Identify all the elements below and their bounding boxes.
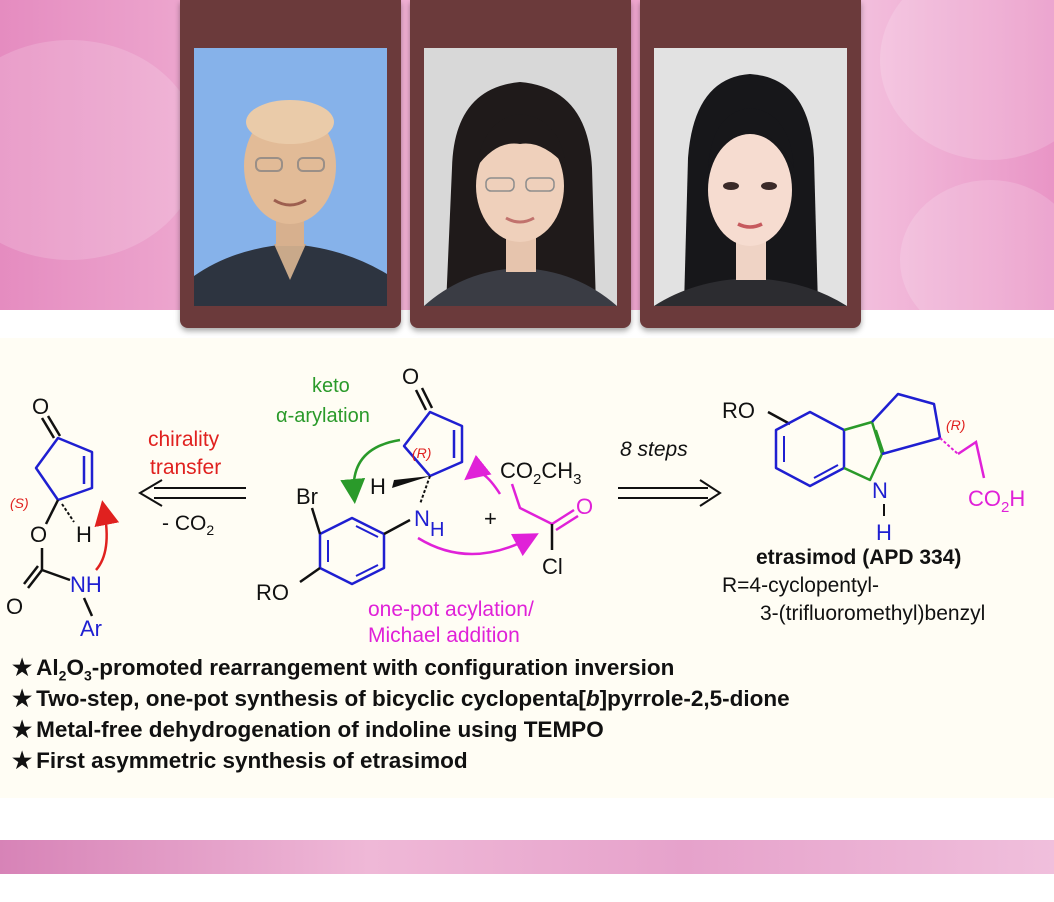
banner-decoration bbox=[900, 180, 1054, 310]
stereo-label: (R) bbox=[946, 417, 965, 433]
highlight-item: ★Two-step, one-pot synthesis of bicyclic… bbox=[12, 686, 790, 711]
atom-label: CO2H bbox=[968, 486, 1025, 516]
portrait-man-photo bbox=[194, 48, 387, 306]
reaction-scheme: O (S) H O O NH Ar chirality transfer bbox=[0, 338, 1054, 798]
atom-label: Br bbox=[296, 484, 318, 509]
star-icon: ★ bbox=[12, 686, 33, 711]
green-label: α-arylation bbox=[276, 405, 370, 427]
atom-label: N bbox=[414, 506, 430, 531]
atom-label: O bbox=[6, 594, 23, 619]
banner-decoration bbox=[880, 0, 1054, 160]
portrait-card-3 bbox=[640, 0, 861, 328]
r-definition: R=4-cyclopentyl- bbox=[722, 574, 879, 597]
magenta-label: one-pot acylation/ bbox=[368, 598, 534, 621]
atom-label: NH bbox=[70, 572, 102, 597]
atom-label: O bbox=[30, 522, 47, 547]
atom-label: CO2CH3 bbox=[500, 458, 581, 488]
highlight-list: ★Al2O3-promoted rearrangement with confi… bbox=[12, 652, 790, 776]
star-icon: ★ bbox=[12, 748, 33, 773]
stereo-label: (R) bbox=[412, 445, 431, 461]
atom-label: RO bbox=[722, 398, 755, 423]
atom-label: H bbox=[430, 519, 444, 541]
highlight-item: ★First asymmetric synthesis of etrasimod bbox=[12, 748, 468, 773]
atom-label: N bbox=[872, 478, 888, 503]
atom-label: O bbox=[32, 394, 49, 419]
atom-label: H bbox=[76, 522, 92, 547]
highlight-item: ★Al2O3-promoted rearrangement with confi… bbox=[12, 655, 675, 684]
arrow-label: 8 steps bbox=[620, 438, 688, 461]
portrait-card-2 bbox=[410, 0, 631, 328]
atom-label: H bbox=[876, 520, 892, 545]
retro-arrow-left: chirality transfer - CO2 bbox=[138, 428, 246, 538]
arrow-label: transfer bbox=[150, 456, 221, 479]
left-carbamate-structure: O (S) H O O NH Ar bbox=[6, 394, 120, 641]
portrait-woman-photo bbox=[424, 48, 617, 306]
atom-label: H bbox=[370, 474, 386, 499]
atom-label: O bbox=[576, 494, 593, 519]
etrasimod-structure: RO (R) N H CO2H etrasimod (APD 334) R=4-… bbox=[722, 392, 1025, 625]
atom-label: RO bbox=[256, 580, 289, 605]
plus-sign: + bbox=[484, 506, 497, 531]
arrow-label: - CO2 bbox=[162, 512, 214, 538]
middle-intermediate-structure: keto α-arylation O (R) H N H Br RO + bbox=[256, 364, 593, 647]
portrait-woman-photo bbox=[654, 48, 847, 306]
footer-banner bbox=[0, 840, 1054, 874]
banner-decoration bbox=[0, 40, 200, 260]
star-icon: ★ bbox=[12, 655, 33, 680]
atom-label: Ar bbox=[80, 616, 102, 641]
star-icon: ★ bbox=[12, 717, 33, 742]
magenta-label: Michael addition bbox=[368, 624, 520, 647]
green-label: keto bbox=[312, 375, 350, 397]
atom-label: Cl bbox=[542, 554, 563, 579]
r-definition: 3-(trifluoromethyl)benzyl bbox=[760, 602, 985, 625]
highlight-item: ★Metal-free dehydrogenation of indoline … bbox=[12, 717, 604, 742]
arrow-label: chirality bbox=[148, 428, 220, 451]
stereo-label: (S) bbox=[10, 495, 29, 511]
portrait-card-1 bbox=[180, 0, 401, 328]
atom-label: O bbox=[402, 364, 419, 389]
forward-arrow-right: 8 steps bbox=[618, 438, 722, 507]
compound-name: etrasimod (APD 334) bbox=[756, 546, 961, 569]
